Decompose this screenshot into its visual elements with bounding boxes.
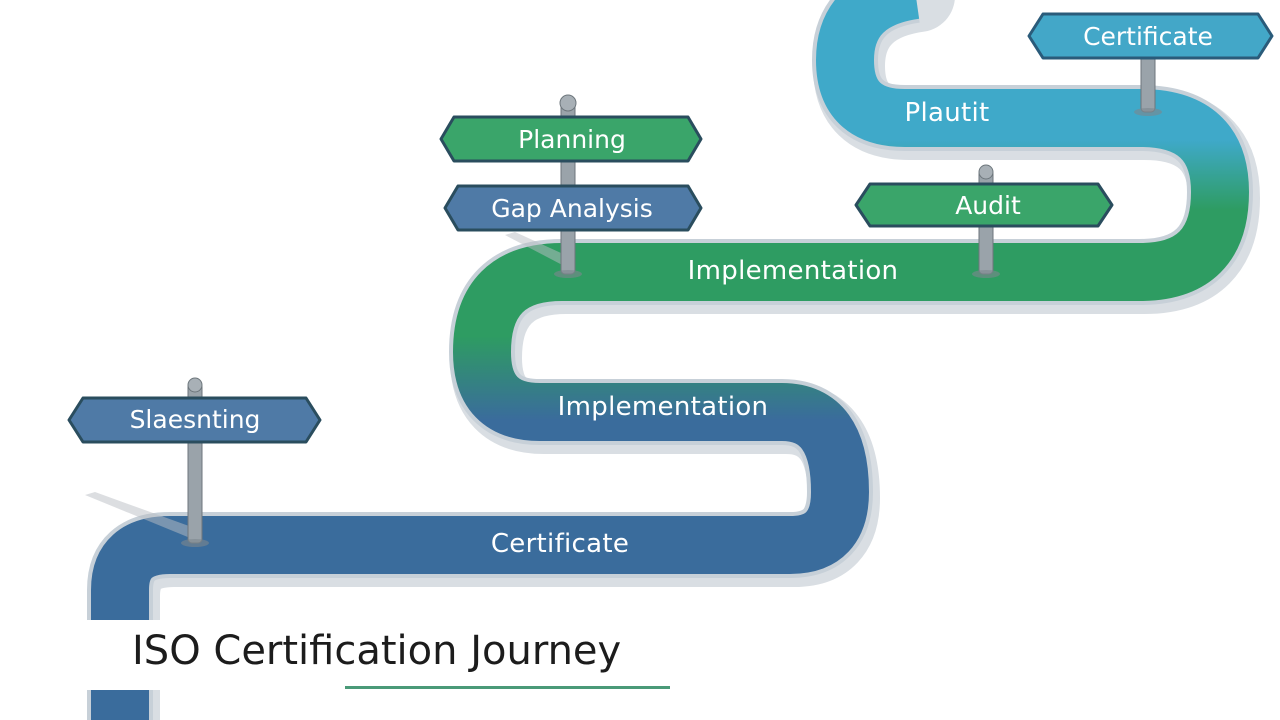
winding-road	[91, 0, 1250, 720]
sign-left-board	[67, 396, 322, 444]
road-label-implementation-lower: Implementation	[558, 392, 769, 422]
sign-planning-board	[439, 115, 703, 163]
sign-gap-analysis-label: Gap Analysis	[491, 194, 653, 223]
sign-certificate-label: Certificate	[1083, 22, 1213, 51]
title-panel	[80, 620, 740, 690]
post-shadow-left	[85, 492, 200, 540]
signpost-planning: Planning Gap Analysis	[439, 94, 703, 278]
signpost-certificate: Certificate	[1027, 12, 1274, 116]
sign-gap-analysis-board	[443, 184, 703, 232]
road-label-plautit: Plautit	[904, 98, 989, 128]
signpost-audit: Audit	[854, 164, 1114, 278]
road-label-implementation-upper: Implementation	[688, 256, 899, 286]
sign-left-label: Slaesnting	[130, 405, 261, 434]
page-title: ISO Certification Journey	[132, 628, 622, 674]
post-shadow-planning	[505, 232, 572, 268]
title-underline	[345, 686, 670, 689]
sign-planning-label: Planning	[518, 125, 626, 154]
signpost-left: Slaesnting	[67, 377, 322, 547]
road-label-certificate: Certificate	[491, 529, 629, 559]
sign-audit-board	[854, 182, 1114, 228]
sign-audit-label: Audit	[955, 191, 1021, 220]
sign-certificate-board	[1027, 12, 1274, 60]
